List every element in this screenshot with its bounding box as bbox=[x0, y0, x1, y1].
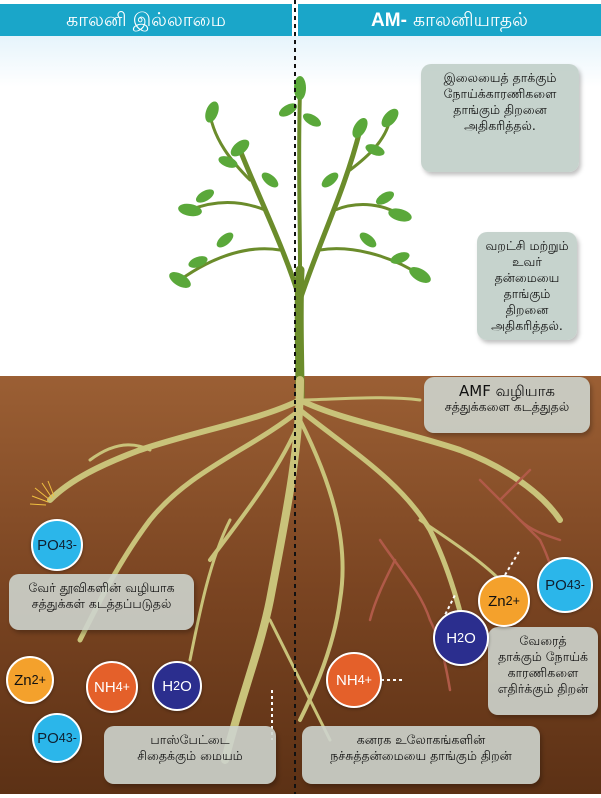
header-right: AM- காலனியாதல் bbox=[298, 4, 601, 36]
label-root-hair-transport: வேர் தூவிகளின் வழியாக சத்துக்கள் கடத்தப்… bbox=[9, 574, 194, 630]
label-amf-transport: AMF வழியாக சத்துக்களை கடத்துதல் bbox=[424, 377, 590, 433]
header-right-title: காலனியாதல் bbox=[413, 9, 528, 31]
header-left: காலனி இல்லாமை bbox=[0, 4, 292, 36]
header-left-title: காலனி இல்லாமை bbox=[66, 9, 226, 31]
label-drought-tolerance: வறட்சி மற்றும் உவர் தன்மையை தாங்கும் திற… bbox=[477, 232, 577, 340]
label-root-pathogen-resistance: வேரைத் தாக்கும் நோய்க் காரணிகளை எதிர்க்க… bbox=[488, 627, 598, 715]
header-right-prefix: AM- bbox=[371, 10, 407, 31]
label-leaf-pathogen-resistance: இலையைத் தாக்கும் நோய்க்காரணிகளை தாங்கும்… bbox=[421, 64, 579, 172]
label-phosphate-zone: பாஸ்பேட்டை சிதைக்கும் மையம் bbox=[104, 726, 276, 784]
label-heavy-metal-tolerance: கனரக உலோகங்களின் நச்சுத்தன்மையை தாங்கும்… bbox=[302, 726, 540, 784]
